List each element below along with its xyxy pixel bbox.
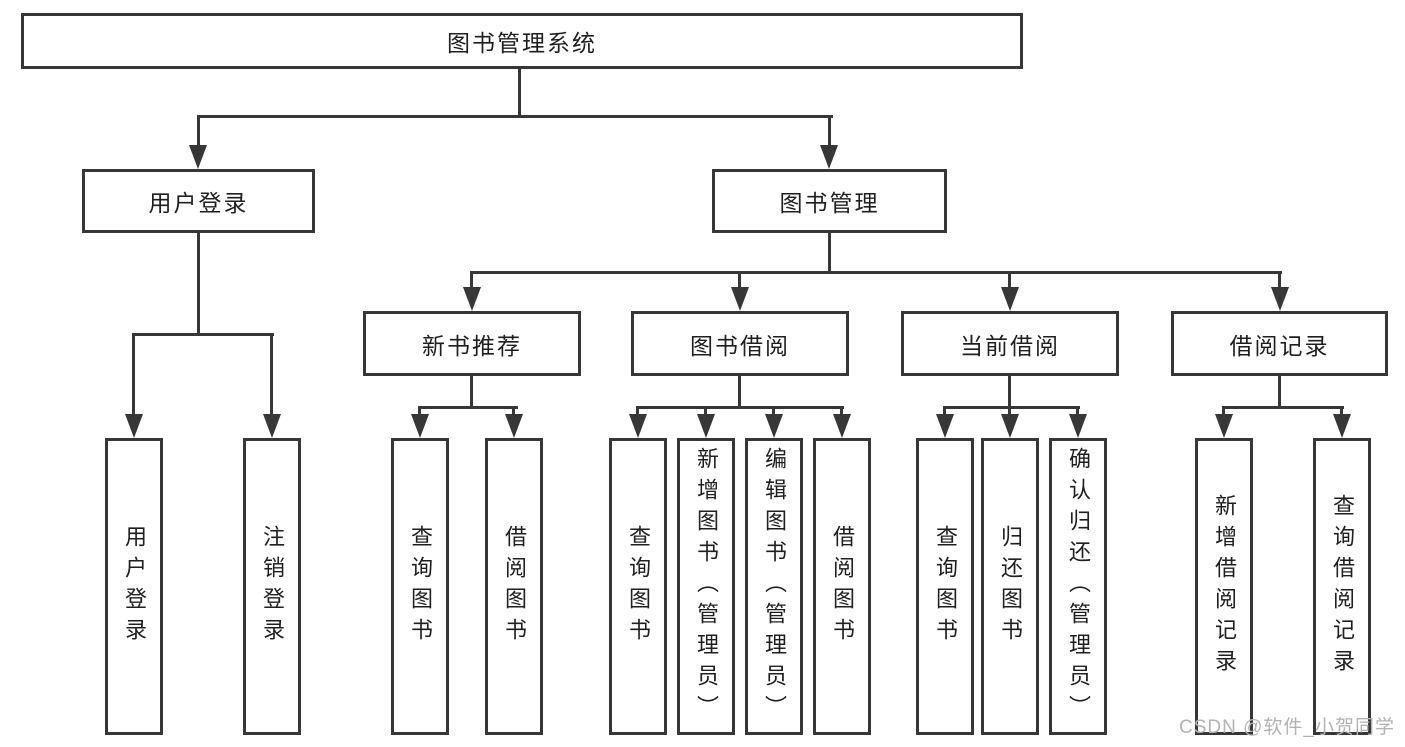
- arrow-down-icon: [765, 414, 783, 438]
- connector-arm-level3: [1008, 271, 1011, 290]
- arrow-down-icon: [1001, 287, 1019, 311]
- connector-arm-leaf: [1008, 406, 1011, 417]
- arrow-down-icon: [731, 287, 749, 311]
- connector-arm-level3: [738, 271, 741, 290]
- connector-records-bus: [1222, 406, 1344, 409]
- leaf-add-books-admin: 新增图书（管理员）: [677, 438, 735, 735]
- arrow-down-icon: [1271, 287, 1289, 311]
- connector-arm-user-login: [197, 115, 200, 147]
- leaf-return-books: 归还图书: [981, 438, 1039, 735]
- leaf-query-books-2: 查询图书: [609, 438, 667, 735]
- connector-user-login-bus: [132, 333, 274, 336]
- connector-arm-leaf: [772, 406, 775, 417]
- arrow-down-icon: [263, 414, 281, 438]
- node-borrowing-records: 借阅记录: [1171, 311, 1388, 376]
- connector-arm-leaf: [704, 406, 707, 417]
- connector-arm-level3: [1278, 271, 1281, 290]
- arrow-down-icon: [505, 414, 523, 438]
- connector-borrowing-bus: [636, 406, 844, 409]
- connector-arm-leaf: [132, 333, 135, 416]
- connector-arm-leaf: [1340, 406, 1343, 417]
- connector-arm-leaf: [1222, 406, 1225, 417]
- connector-newbook-bus: [418, 406, 518, 409]
- arrow-down-icon: [629, 414, 647, 438]
- leaf-query-borrow-record: 查询借阅记录: [1313, 438, 1371, 735]
- arrow-down-icon: [936, 414, 954, 438]
- connector-level1-bus: [197, 115, 833, 118]
- node-user-login: 用户登录: [82, 169, 315, 233]
- arrow-down-icon: [411, 414, 429, 438]
- node-book-borrowing: 图书借阅: [631, 311, 849, 376]
- arrow-down-icon: [820, 145, 838, 169]
- connector-arm-book-management: [828, 115, 831, 147]
- arrow-down-icon: [697, 414, 715, 438]
- arrow-down-icon: [833, 414, 851, 438]
- arrow-down-icon: [463, 287, 481, 311]
- connector-newbook-stem: [470, 374, 473, 409]
- arrow-down-icon: [1069, 414, 1087, 438]
- connector-arm-leaf: [512, 406, 515, 417]
- connector-arm-leaf: [418, 406, 421, 417]
- connector-arm-leaf: [270, 333, 273, 416]
- leaf-edit-books-admin: 编辑图书（管理员）: [745, 438, 803, 735]
- leaf-confirm-return-admin: 确认归还（管理员）: [1049, 438, 1107, 735]
- node-current-borrowing: 当前借阅: [901, 311, 1119, 376]
- connector-current-bus: [943, 406, 1080, 409]
- connector-book-mgmt-stem: [828, 233, 831, 273]
- leaf-add-borrow-record: 新增借阅记录: [1195, 438, 1253, 735]
- leaf-borrow-books-2: 借阅图书: [813, 438, 871, 735]
- leaf-query-books-1: 查询图书: [391, 438, 449, 735]
- connector-current-stem: [1008, 374, 1011, 409]
- arrow-down-icon: [1333, 414, 1351, 438]
- connector-arm-leaf: [840, 406, 843, 417]
- connector-arm-leaf: [943, 406, 946, 417]
- arrow-down-icon: [189, 145, 207, 169]
- leaf-borrow-books-1: 借阅图书: [485, 438, 543, 735]
- node-library-system: 图书管理系统: [21, 13, 1023, 69]
- connector-arm-leaf: [636, 406, 639, 417]
- leaf-query-books-3: 查询图书: [916, 438, 974, 735]
- arrow-down-icon: [1215, 414, 1233, 438]
- node-new-book-recommend: 新书推荐: [363, 311, 581, 376]
- connector-arm-level3: [470, 271, 473, 290]
- csdn-watermark: CSDN @软件_小贺同学: [1179, 717, 1395, 738]
- arrow-down-icon: [1001, 414, 1019, 438]
- node-book-management: 图书管理: [712, 169, 947, 233]
- leaf-logout: 注销登录: [243, 438, 301, 735]
- connector-borrowing-stem: [738, 374, 741, 409]
- connector-level3-bus: [470, 271, 1282, 274]
- arrow-down-icon: [125, 414, 143, 438]
- connector-arm-leaf: [1076, 406, 1079, 417]
- leaf-user-login: 用户登录: [105, 438, 163, 735]
- connector-user-login-stem: [197, 233, 200, 336]
- connector-root-stem: [518, 68, 521, 117]
- connector-records-stem: [1278, 374, 1281, 409]
